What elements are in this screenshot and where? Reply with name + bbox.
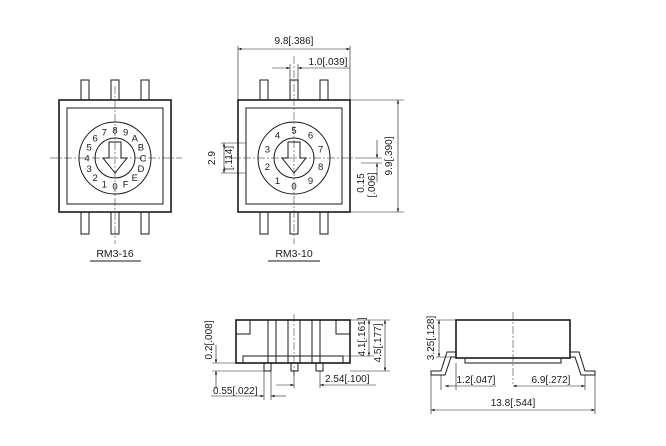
rm3-10-dial-ring [257,121,331,195]
dial-digit: B [138,143,144,154]
dial-digit: 3 [86,164,91,175]
dial-digit: 9 [123,128,128,139]
rm3-16-label: RM3-16 [96,248,134,260]
side-pins [263,362,324,372]
dial-digit: 0 [291,181,296,192]
dim-offset-left-a: 2.9 [207,151,218,165]
end-body [455,319,571,359]
dim-end-total-w: 13.8[.544] [491,398,536,409]
rm3-10-arrow-icon [280,141,308,174]
dial-digit: 4 [84,153,89,164]
dim-side-body-h: 4.1[.161] [357,317,368,356]
side-body [235,319,351,364]
dial-digit: 5 [86,143,91,154]
side-view: 4.1[.161] 4.5[.177] 0.2[.008] 0.55[.022]… [204,314,390,400]
dim-offset-left-b: [.114] [224,146,235,170]
dial-digit: 8 [318,162,323,173]
dial-digit: 9 [308,176,313,187]
dial-digit: A [132,134,139,145]
dial-digit: 8 [112,125,117,136]
dim-end-body-h: 3.25[.128] [426,316,437,361]
dial-digit: F [123,179,129,190]
dial-digit: C [140,153,147,164]
rm3-10-rotor [273,137,315,179]
end-lead-right [570,351,596,376]
dial-digit: D [137,164,144,175]
dial-digit: 1 [102,179,107,190]
dial-digit: 5 [291,125,296,136]
dim-pin-pitch: 2.54[.100] [325,374,370,385]
dial-digit: E [132,173,138,184]
dial-digit: 2 [265,162,270,173]
dial-digit: 7 [318,145,323,156]
rm3-10-label: RM3-10 [275,248,313,260]
dial-digit: 6 [93,134,98,145]
dim-offset-right-b: [.006] [367,172,378,197]
end-lead-left [430,351,456,376]
end-view: 3.25[.128] 1.2[.047] 6.9[.272] 13.8[.544… [426,312,596,414]
dial-digit: 3 [265,145,270,156]
dim-side-standoff: 0.2[.008] [204,320,215,359]
dial-digit: 7 [102,128,107,139]
rm3-16-rotor [94,137,136,179]
dial-digit: 1 [275,176,280,187]
dial-digit: 6 [308,131,313,142]
dim-pin-pitch-top: 1.0[.039] [309,57,348,68]
dial-digit: 4 [275,131,280,142]
dim-width-top: 9.8[.386] [275,36,314,47]
dial-digit: 0 [112,181,117,192]
dim-side-total-h: 4.5[.177] [373,323,384,362]
rm3-16-dial-ring [78,121,152,195]
dim-pin-width: 0.55[.022] [213,386,258,397]
dim-end-lead: 1.2[.047] [457,375,496,386]
dim-offset-right-a: 0.15 [356,173,367,193]
dial-digit: 2 [93,173,98,184]
rm3-16-arrow-icon [101,141,129,174]
dim-height-right: 9.9[.390] [384,136,395,175]
dim-end-pad: 6.9[.272] [532,375,571,386]
